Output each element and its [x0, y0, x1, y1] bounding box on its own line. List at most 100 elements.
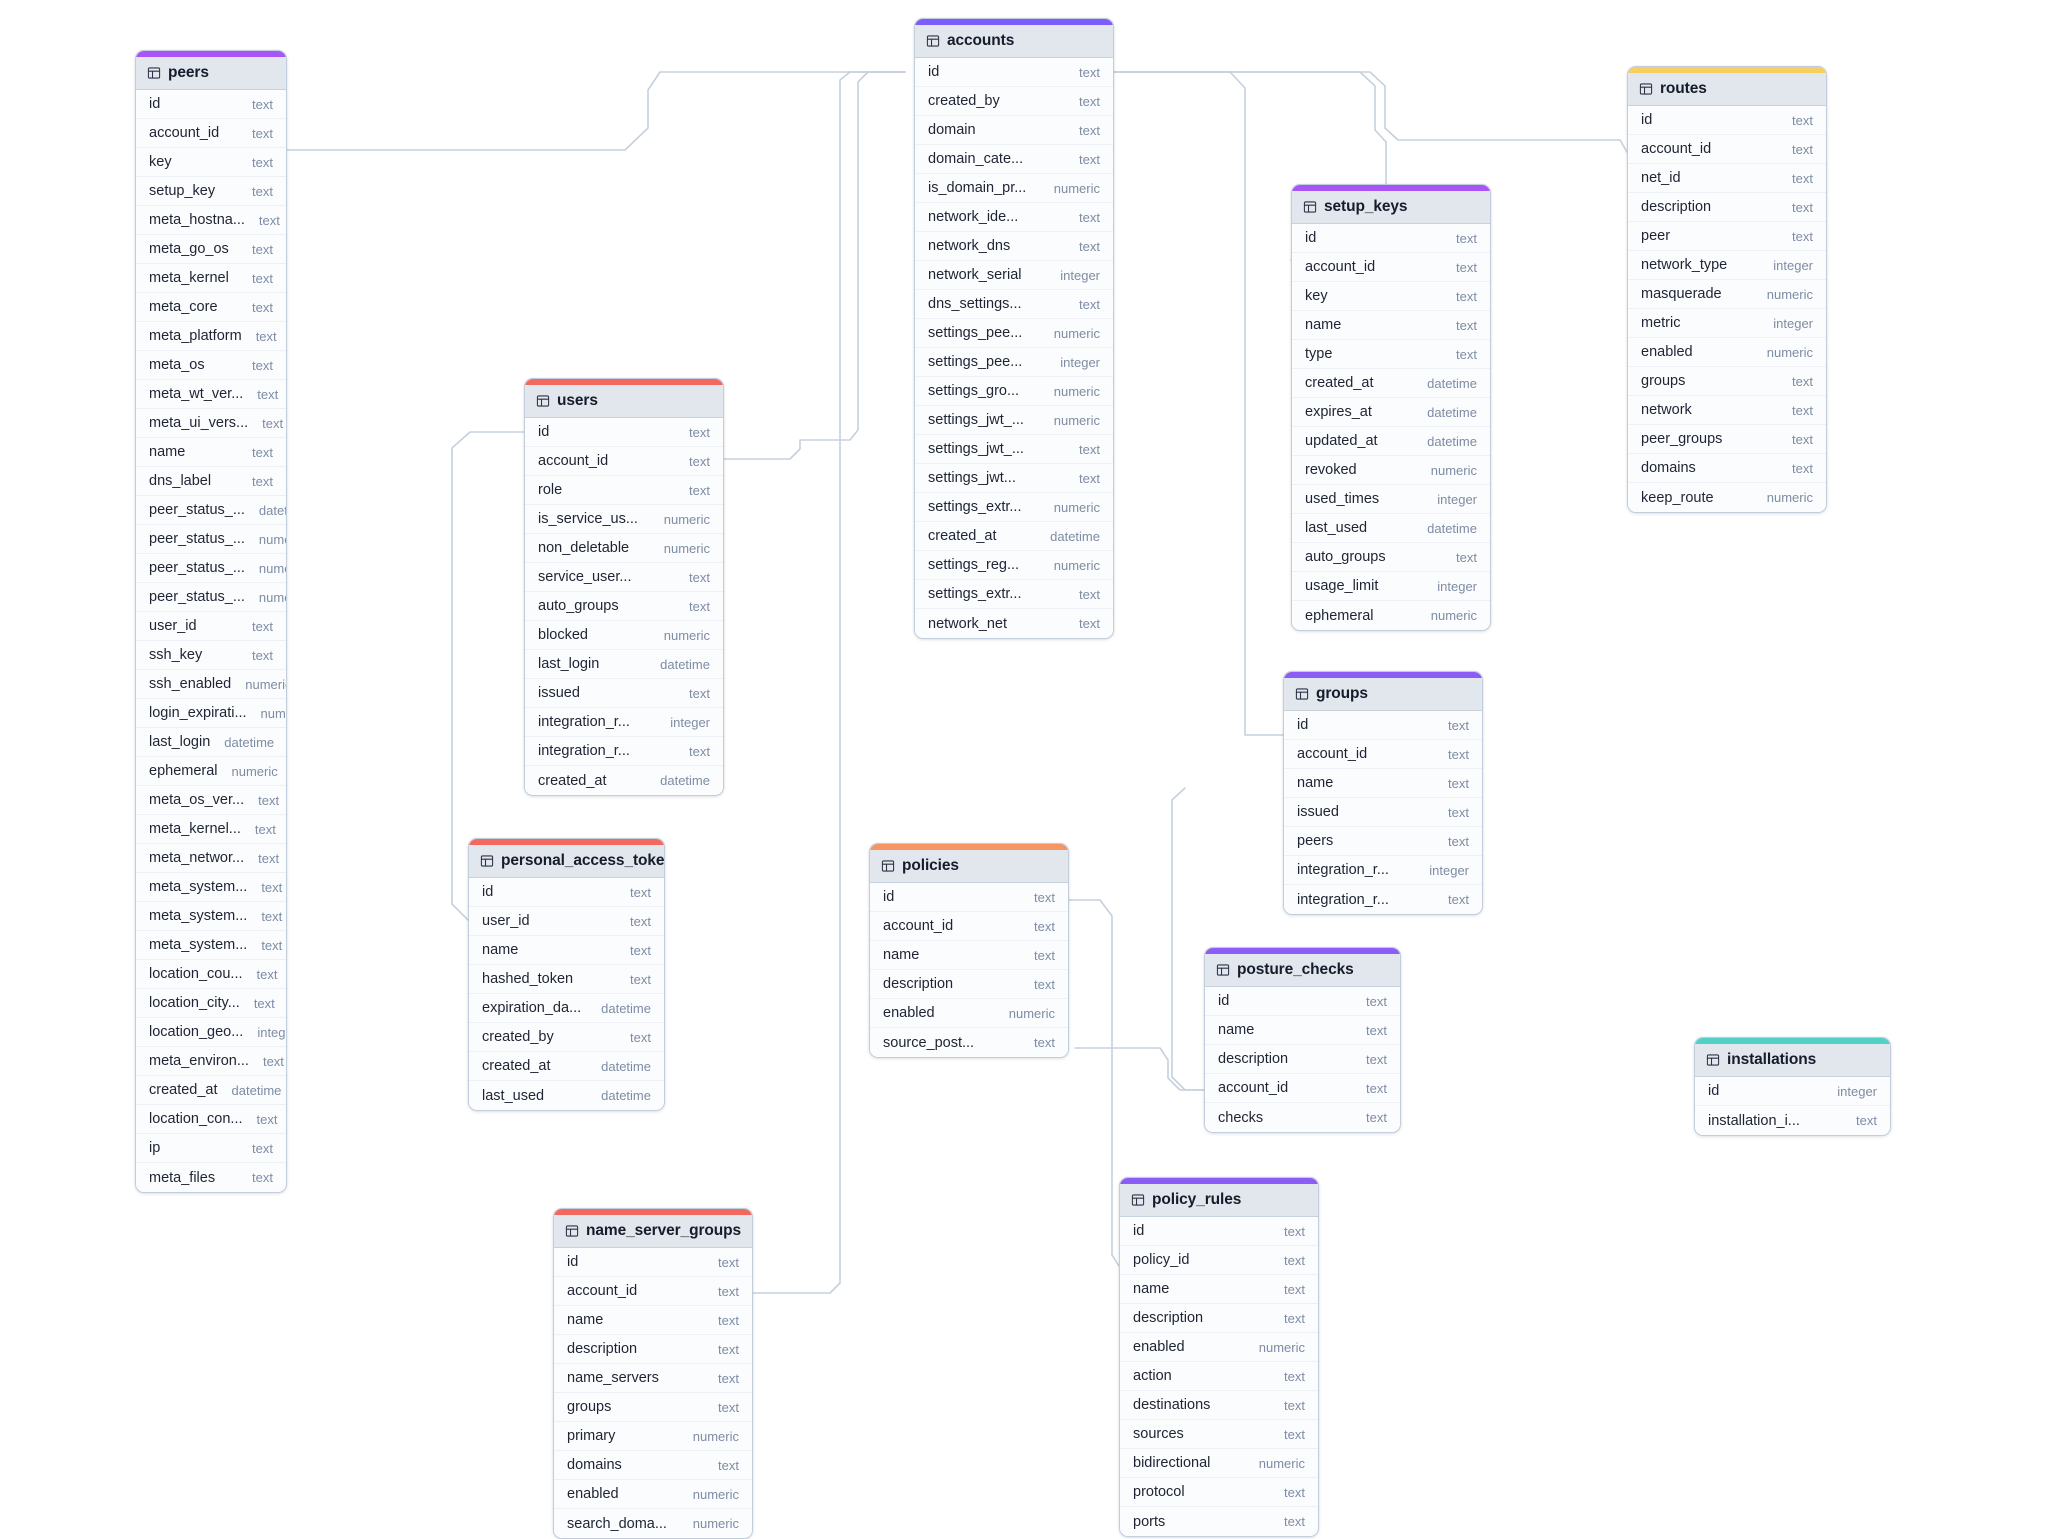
table-header[interactable]: routes	[1628, 73, 1826, 106]
column-row[interactable]: meta_system...text	[136, 902, 286, 931]
column-row[interactable]: settings_gro...numeric	[915, 377, 1113, 406]
column-row[interactable]: meta_system...text	[136, 931, 286, 960]
column-row[interactable]: meta_wt_ver...text	[136, 380, 286, 409]
table-header[interactable]: peers	[136, 57, 286, 90]
column-row[interactable]: settings_pee...numeric	[915, 319, 1113, 348]
column-row[interactable]: meta_system...text	[136, 873, 286, 902]
column-row[interactable]: meta_networ...text	[136, 844, 286, 873]
column-row[interactable]: service_user...text	[525, 563, 723, 592]
table-header[interactable]: policy_rules	[1120, 1184, 1318, 1217]
column-row[interactable]: expiration_da...datetime	[469, 994, 664, 1023]
column-row[interactable]: dns_settings...text	[915, 290, 1113, 319]
column-row[interactable]: location_con...text	[136, 1105, 286, 1134]
column-row[interactable]: peer_status_...numeric	[136, 554, 286, 583]
column-row[interactable]: settings_pee...integer	[915, 348, 1113, 377]
table-header[interactable]: users	[525, 385, 723, 418]
column-row[interactable]: location_cou...text	[136, 960, 286, 989]
column-row[interactable]: integration_r...integer	[1284, 856, 1482, 885]
table-header[interactable]: setup_keys	[1292, 191, 1490, 224]
column-row[interactable]: settings_extr...text	[915, 580, 1113, 609]
column-row[interactable]: integration_r...text	[1284, 885, 1482, 914]
table-header[interactable]: posture_checks	[1205, 954, 1400, 987]
column-row[interactable]: settings_jwt_...text	[915, 435, 1113, 464]
column-row[interactable]: peer_status_...datetime	[136, 496, 286, 525]
column-row[interactable]: meta_kernel...text	[136, 815, 286, 844]
table-header[interactable]: installations	[1695, 1044, 1890, 1077]
column-row[interactable]: login_expirati...numeric	[136, 699, 286, 728]
column-row[interactable]: integration_r...text	[525, 737, 723, 766]
table-header[interactable]: policies	[870, 850, 1068, 883]
